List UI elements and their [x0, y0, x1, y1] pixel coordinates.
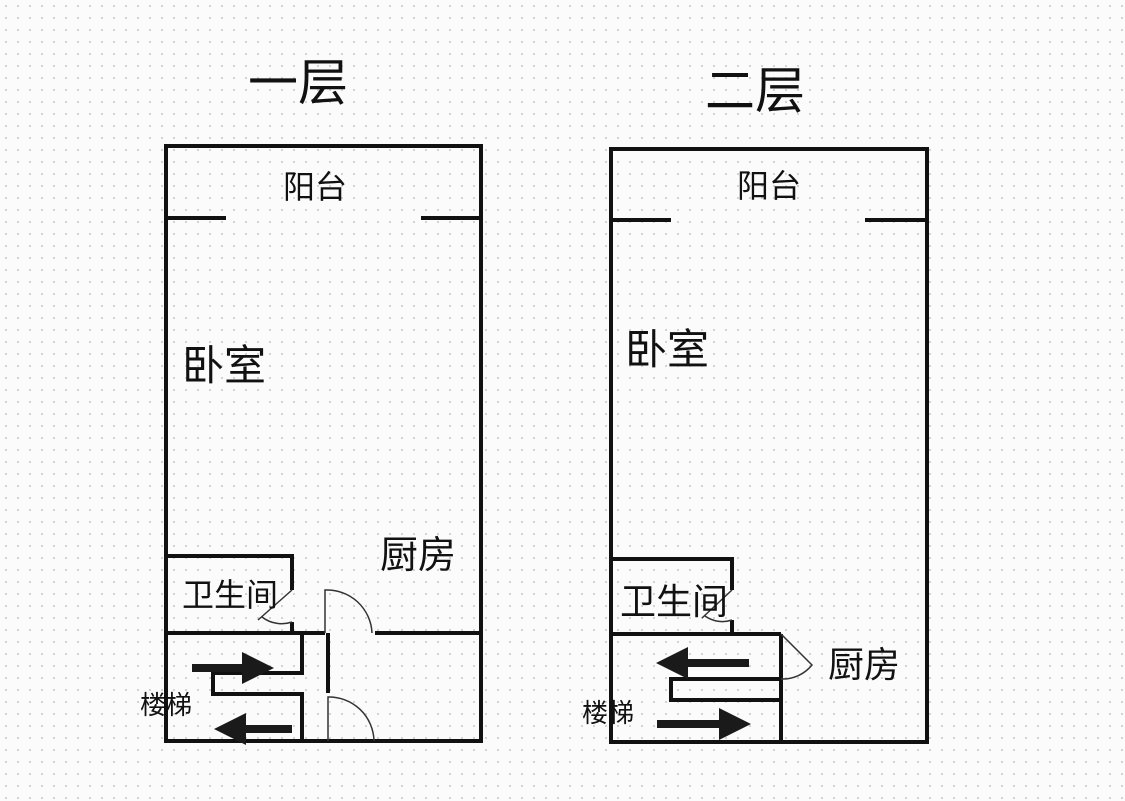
floor-2-outer-wall	[609, 147, 929, 744]
floor-1-kitchen-door	[324, 589, 373, 634]
floor-1-plan: 一层 阳台 卧室 厨房 卫生间 楼梯	[140, 54, 483, 745]
floor-1-balcony-label: 阳台	[283, 168, 347, 206]
floor-1-kitchen-label: 厨房	[380, 533, 456, 577]
floor-2-title: 二层	[705, 62, 805, 120]
floor-2-bathroom-door	[701, 589, 733, 623]
floor-1-bathroom-wall	[166, 554, 294, 590]
floor-1-title: 一层	[248, 54, 348, 112]
floor-2-stair-core	[669, 677, 779, 702]
floor-2-kitchen-label: 厨房	[828, 645, 900, 686]
floor-1-bathroom-label: 卫生间	[182, 576, 278, 614]
floor-2-kitchen-door	[780, 633, 814, 680]
floor-1-outer-wall	[164, 144, 483, 743]
floor-1-bathroom-door	[257, 589, 293, 625]
floor-2-balcony-label: 阳台	[737, 167, 801, 205]
floor-2-plan: 二层 阳台 卧室 厨房 卫生间 楼梯	[582, 62, 929, 744]
floor-1-stairs-label: 楼梯	[140, 691, 192, 721]
floor-2-bathroom-wall	[611, 557, 734, 590]
floor-1-bedroom-label: 卧室	[182, 341, 266, 390]
floor-2-bathroom-label: 卫生间	[620, 582, 728, 623]
floor-1-entry-door	[327, 696, 375, 742]
floor-2-bedroom-label: 卧室	[625, 325, 709, 374]
floor-1-stair-enclosure	[211, 633, 304, 741]
floor-2-stairs-label: 楼梯	[582, 699, 634, 729]
